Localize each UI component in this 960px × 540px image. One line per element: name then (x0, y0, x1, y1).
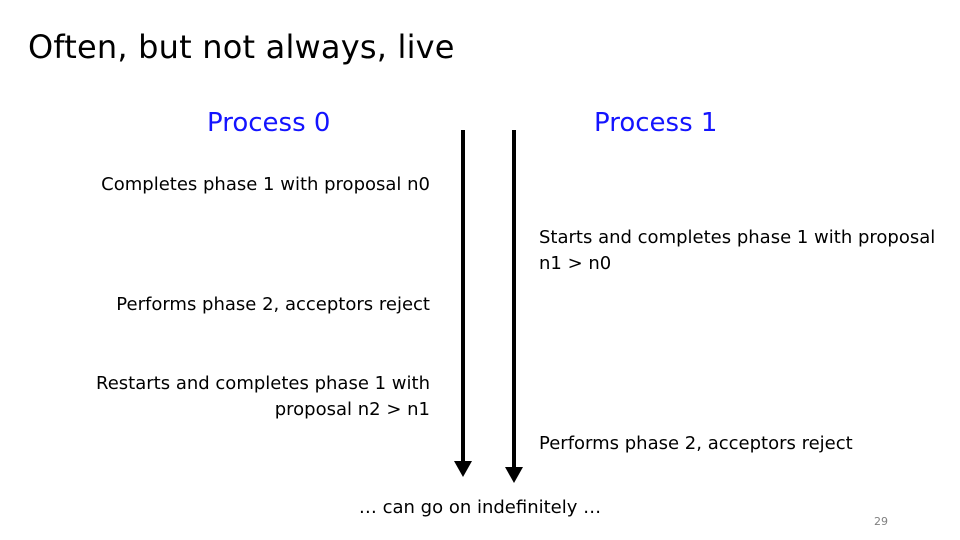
process-0-note-2: Performs phase 2, acceptors reject (116, 294, 430, 315)
process-0-note-3: Restarts and completes phase 1 with prop… (96, 373, 430, 420)
process-1-header: Process 1 (594, 108, 718, 138)
process-0-note-1: Completes phase 1 with proposal n0 (101, 174, 430, 195)
process-1-note-2: Performs phase 2, acceptors reject (539, 433, 853, 454)
process-0-timeline-arrow-icon (454, 461, 472, 477)
process-1-note-1: Starts and completes phase 1 with propos… (539, 227, 936, 274)
page-title: Often, but not always, live (28, 28, 455, 66)
process-0-timeline-line (461, 130, 465, 462)
footer-note: … can go on indefinitely … (358, 497, 602, 518)
process-0-header: Process 0 (207, 108, 331, 138)
page-number: 29 (874, 515, 888, 528)
process-1-timeline-line (512, 130, 516, 468)
process-1-timeline-arrow-icon (505, 467, 523, 483)
